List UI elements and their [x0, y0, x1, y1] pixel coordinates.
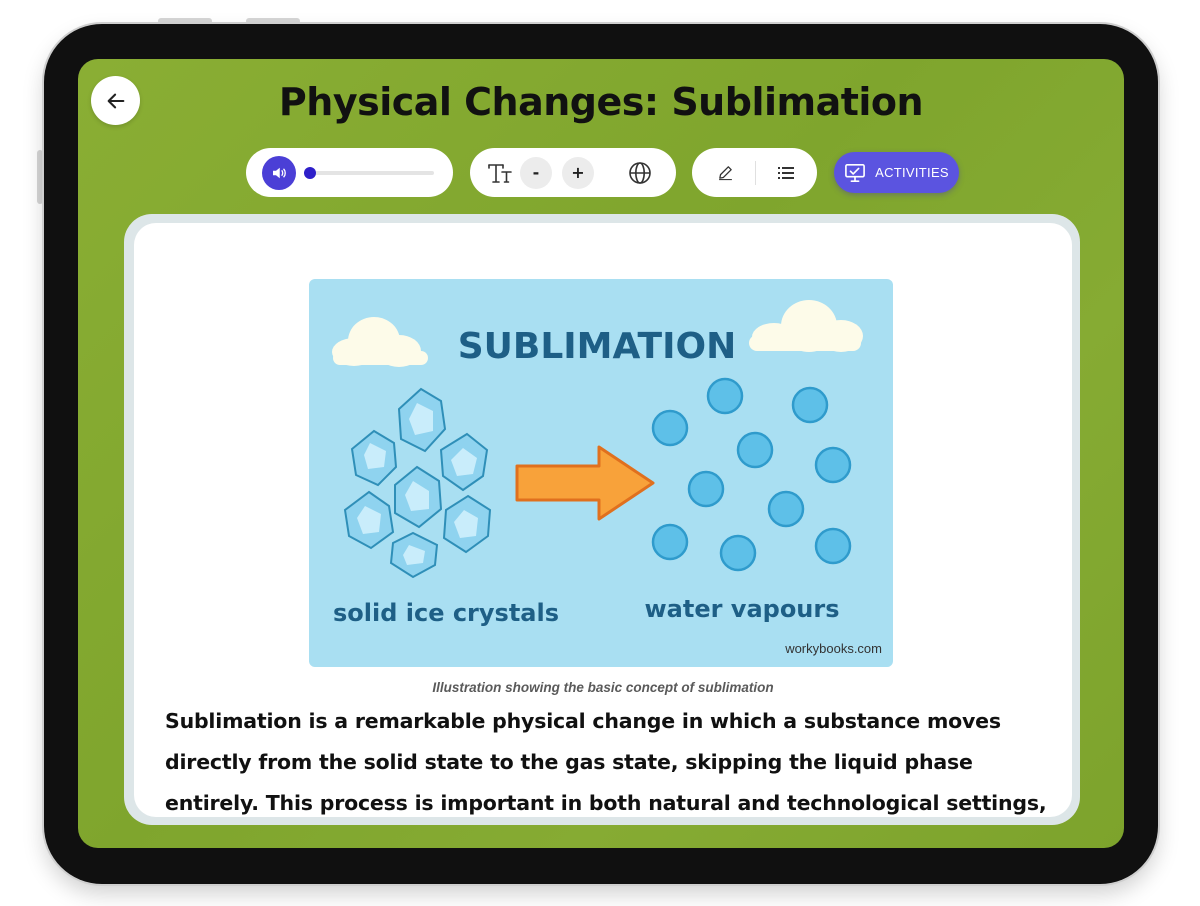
language-button[interactable]: [626, 159, 654, 187]
audio-progress-slider[interactable]: [304, 166, 434, 179]
text-size-button[interactable]: [485, 157, 515, 189]
solid-ice-label: solid ice crystals: [333, 599, 559, 627]
right-arrow-icon: [515, 445, 655, 521]
hardware-button-top-2: [246, 18, 300, 24]
audio-player: [246, 148, 453, 197]
cloud-left-icon: [332, 317, 428, 367]
tools-controls: [692, 148, 817, 197]
list-icon: [778, 166, 794, 179]
annotate-button[interactable]: [712, 160, 738, 186]
page-title: Physical Changes: Sublimation: [278, 80, 924, 124]
ice-crystals-icon: [343, 387, 492, 579]
hardware-button-top-1: [158, 18, 212, 24]
outline-button[interactable]: [773, 160, 799, 186]
content-card: SUBLIMATION: [134, 223, 1072, 817]
globe-icon: [629, 161, 651, 184]
text-controls: - +: [470, 148, 676, 197]
speaker-icon: [273, 167, 286, 178]
toolbar-divider: [755, 160, 756, 185]
play-audio-button[interactable]: [262, 155, 296, 190]
content-card-frame: SUBLIMATION: [124, 214, 1080, 825]
illustration-credit: workybooks.com: [784, 641, 882, 656]
activities-label: ACTIVITIES: [875, 165, 949, 180]
back-button[interactable]: [91, 76, 140, 125]
illustration-heading: SUBLIMATION: [458, 326, 737, 367]
increase-text-size-button[interactable]: +: [562, 156, 594, 189]
hardware-button-side: [37, 150, 43, 204]
lesson-paragraph: Sublimation is a remarkable physical cha…: [165, 709, 1047, 815]
activities-button[interactable]: ACTIVITIES: [834, 152, 959, 193]
monitor-icon: [845, 163, 866, 182]
cloud-right-icon: [749, 300, 863, 352]
screen: Physical Changes: Sublimation - +: [78, 59, 1124, 848]
illustration-caption: Illustration showing the basic concept o…: [432, 680, 774, 695]
arrow-left-icon: [107, 93, 124, 108]
sublimation-illustration: SUBLIMATION: [309, 279, 893, 667]
text-size-icon: [488, 163, 512, 183]
water-vapour-molecules-icon: [651, 377, 852, 572]
audio-progress-knob[interactable]: [304, 166, 316, 179]
decrease-text-size-button[interactable]: -: [520, 156, 552, 189]
water-vapour-label: water vapours: [644, 595, 839, 623]
pencil-icon: [718, 166, 732, 181]
